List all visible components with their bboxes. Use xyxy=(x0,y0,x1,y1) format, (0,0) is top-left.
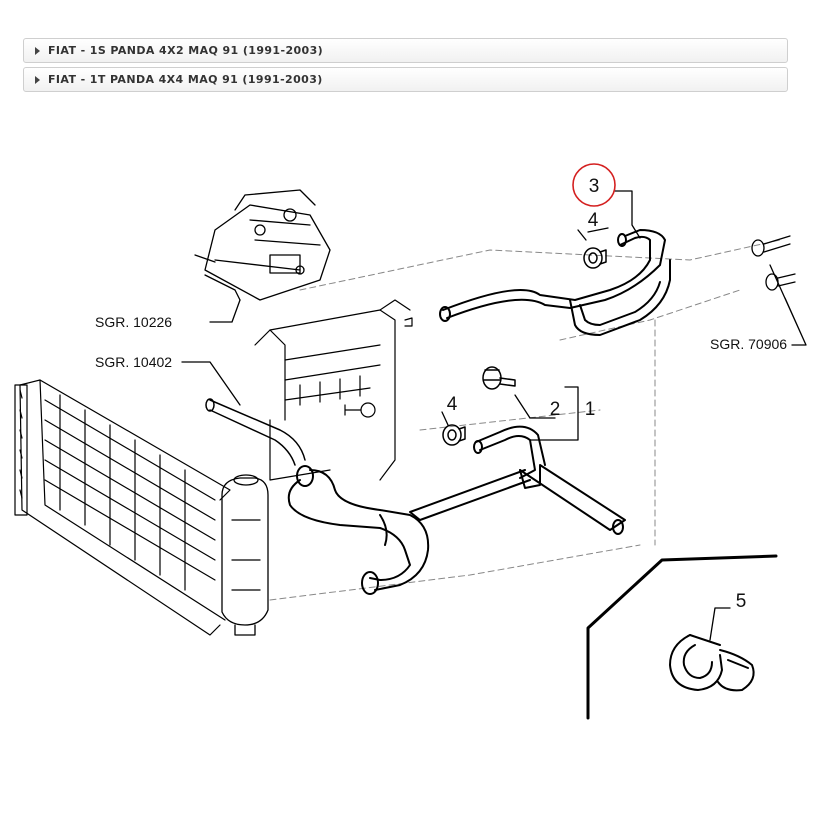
caret-right-icon xyxy=(35,46,40,55)
expansion-tank-drawing xyxy=(221,474,269,636)
ref-label-sgr-10226[interactable]: SGR. 10226 xyxy=(95,314,172,330)
highlight-circle xyxy=(572,163,616,207)
part-label-4-middle[interactable]: 4 xyxy=(447,394,458,415)
bolts-drawing xyxy=(751,235,796,291)
lower-hose-drawing xyxy=(287,465,430,595)
clip-part-5-drawing xyxy=(669,634,755,692)
ref-label-sgr-70906[interactable]: SGR. 70906 xyxy=(710,336,787,352)
inset-frame xyxy=(586,554,778,720)
engine-block-drawing xyxy=(254,299,413,481)
screw-part-2-drawing xyxy=(482,366,516,390)
part-label-2[interactable]: 2 xyxy=(550,399,561,420)
part-label-1[interactable]: 1 xyxy=(585,399,596,420)
clamp-part-4-top-drawing xyxy=(583,247,607,269)
ref-label-sgr-10402[interactable]: SGR. 10402 xyxy=(95,354,172,370)
accordion-item-panda-4x2[interactable]: FIAT - 1S PANDA 4X2 MAQ 91 (1991-2003) xyxy=(23,38,788,63)
leader-lines xyxy=(181,190,807,641)
hose-part-1-drawing xyxy=(409,425,626,535)
hose-part-3-drawing xyxy=(439,229,671,336)
clamp-part-4-middle-drawing xyxy=(442,424,466,446)
caret-right-icon xyxy=(35,75,40,84)
accordion-item-panda-4x4[interactable]: FIAT - 1T PANDA 4X4 MAQ 91 (1991-2003) xyxy=(23,67,788,92)
radiator-drawing xyxy=(14,379,231,636)
bypass-hose-drawing xyxy=(205,398,306,466)
part-label-5[interactable]: 5 xyxy=(736,591,747,612)
part-label-4-top[interactable]: 4 xyxy=(588,210,599,231)
accordion-item-label: FIAT - 1S PANDA 4X2 MAQ 91 (1991-2003) xyxy=(48,44,324,57)
part-label-3[interactable]: 3 xyxy=(589,176,600,197)
engine-bay-outline xyxy=(269,239,781,601)
accordion-item-label: FIAT - 1T PANDA 4X4 MAQ 91 (1991-2003) xyxy=(48,73,323,86)
carburetor-drawing xyxy=(194,189,331,301)
